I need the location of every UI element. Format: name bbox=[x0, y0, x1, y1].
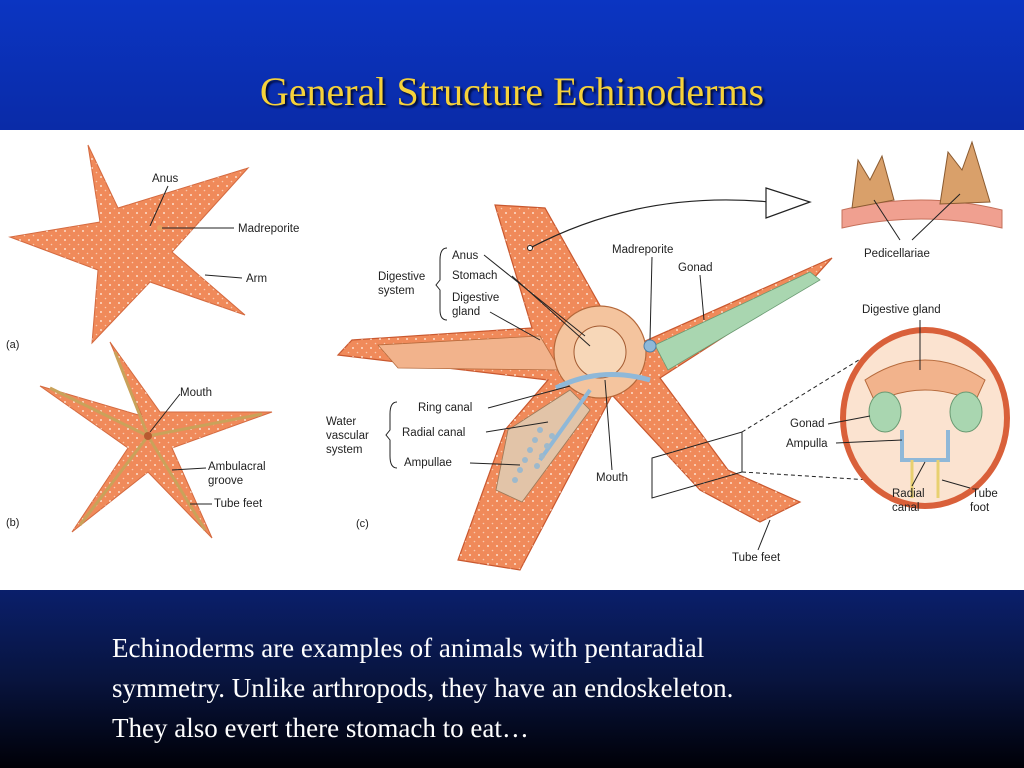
label-c-digestive-system: Digestive bbox=[378, 271, 425, 283]
label-c-stomach: Stomach bbox=[452, 270, 497, 282]
label-c-radial-canal: Radial canal bbox=[402, 427, 465, 439]
panel-label-c: (c) bbox=[356, 518, 369, 530]
label-c-tube-feet: Tube feet bbox=[732, 552, 781, 564]
label-a-anus: Anus bbox=[152, 173, 178, 185]
caption-line-3: They also evert there stomach to eat… bbox=[112, 713, 529, 743]
label-c-digestive-gland-2: gland bbox=[452, 306, 480, 318]
label-detail-digestive-gland: Digestive gland bbox=[862, 304, 941, 316]
label-c-digestive-system-2: system bbox=[378, 285, 414, 297]
label-c-water-vascular-2: vascular bbox=[326, 430, 369, 442]
label-c-mouth: Mouth bbox=[596, 472, 628, 484]
panel-label-a: (a) bbox=[6, 339, 19, 351]
label-b-mouth: Mouth bbox=[180, 387, 212, 399]
label-detail-gonad: Gonad bbox=[790, 418, 825, 430]
label-a-arm: Arm bbox=[246, 273, 267, 285]
mouth-opening bbox=[144, 432, 152, 440]
label-c-anus: Anus bbox=[452, 250, 478, 262]
label-detail-tube-foot: Tube bbox=[972, 488, 998, 500]
label-c-digestive-gland: Digestive bbox=[452, 292, 499, 304]
echinoderm-figure: Anus Madreporite Arm (a) Mouth Ambulacra… bbox=[0, 130, 1024, 590]
label-c-ampullae: Ampullae bbox=[404, 457, 452, 469]
label-b-ambulacral: Ambulacral bbox=[208, 461, 266, 473]
caption-line-1: Echinoderms are examples of animals with… bbox=[112, 633, 705, 663]
label-detail-radial-canal: Radial bbox=[892, 488, 925, 500]
arm-cross-section bbox=[840, 327, 1010, 509]
slide-title: General Structure Echinoderms bbox=[259, 69, 765, 114]
label-c-ring-canal: Ring canal bbox=[418, 402, 472, 414]
panel-label-b: (b) bbox=[6, 517, 19, 529]
slide-caption: Echinoderms are examples of animals with… bbox=[112, 628, 932, 748]
label-a-madreporite: Madreporite bbox=[238, 223, 299, 235]
label-pedicellariae: Pedicellariae bbox=[864, 248, 930, 260]
pedicellariae-detail bbox=[841, 140, 1003, 229]
anatomy-diagram: Anus Madreporite Arm (a) Mouth Ambulacra… bbox=[6, 140, 1010, 571]
starfish-dissected bbox=[336, 204, 833, 571]
label-c-gonad: Gonad bbox=[678, 262, 713, 274]
label-b-groove: groove bbox=[208, 475, 243, 487]
caption-line-2: symmetry. Unlike arthropods, they have a… bbox=[112, 673, 734, 703]
label-detail-tube-foot-2: foot bbox=[970, 502, 990, 514]
starfish-oral bbox=[39, 341, 273, 539]
label-c-madreporite: Madreporite bbox=[612, 244, 673, 256]
label-detail-ampulla: Ampulla bbox=[786, 438, 828, 450]
madreporite-dot bbox=[157, 225, 163, 231]
starfish-aboral bbox=[8, 144, 250, 345]
label-c-water-vascular-3: system bbox=[326, 444, 362, 456]
label-detail-radial-canal-2: canal bbox=[892, 502, 920, 514]
label-c-water-vascular: Water bbox=[326, 416, 356, 428]
label-b-tube-feet: Tube feet bbox=[214, 498, 263, 510]
